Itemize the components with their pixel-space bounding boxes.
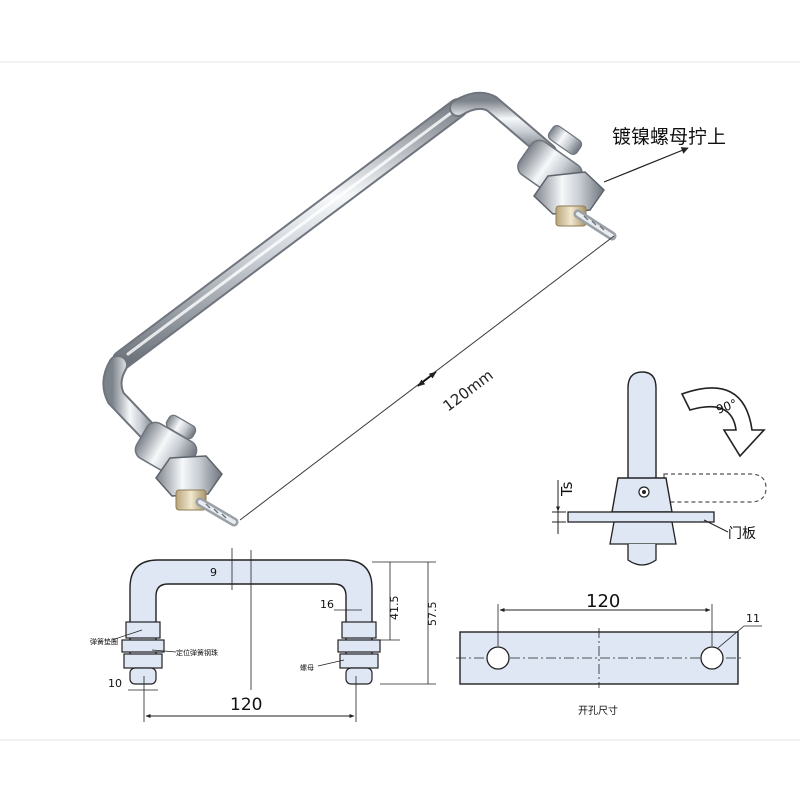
nut-label: 螺母 [300,663,314,672]
length-label: 120mm [440,366,497,415]
dim-41-5-label: 41.5 [388,596,401,621]
ts-label: Ts [558,481,576,497]
door-panel-label: 门板 [728,526,756,542]
positioning-pin-label: 定位弹簧钢珠 [176,648,218,657]
handle-photo [102,91,557,450]
dim-120-hole-label: 120 [586,591,620,612]
dim-57-5-label: 57.5 [426,602,439,627]
right-post-assembly [517,125,617,241]
nut-callout-label: 镀镍螺母拧上 [612,126,726,148]
hole-size-caption: 开孔尺寸 [578,704,618,717]
dim-11-label: 11 [746,612,760,625]
hole-drawing: 120 11 开孔尺寸 [456,591,762,717]
left-post-assembly [134,414,239,527]
dim-120-front-label: 120 [230,695,262,715]
angle-label: 90° [714,396,739,416]
rotate-arrow-icon [680,387,766,458]
spring-washer-label: 弹簧垫圈 [90,637,118,646]
nut-callout: 镀镍螺母拧上 [603,126,726,183]
length-dimension: 120mm [239,235,615,521]
front-view-drawing: 9 16 41.5 57.5 10 120 弹簧垫圈 定位弹簧钢珠 螺母 [90,548,439,722]
rotation-detail: Ts 门板 90° [552,371,767,566]
dim-10-label: 10 [108,677,122,690]
dim-9-label: 9 [210,566,217,579]
dim-16-label: 16 [320,598,334,611]
